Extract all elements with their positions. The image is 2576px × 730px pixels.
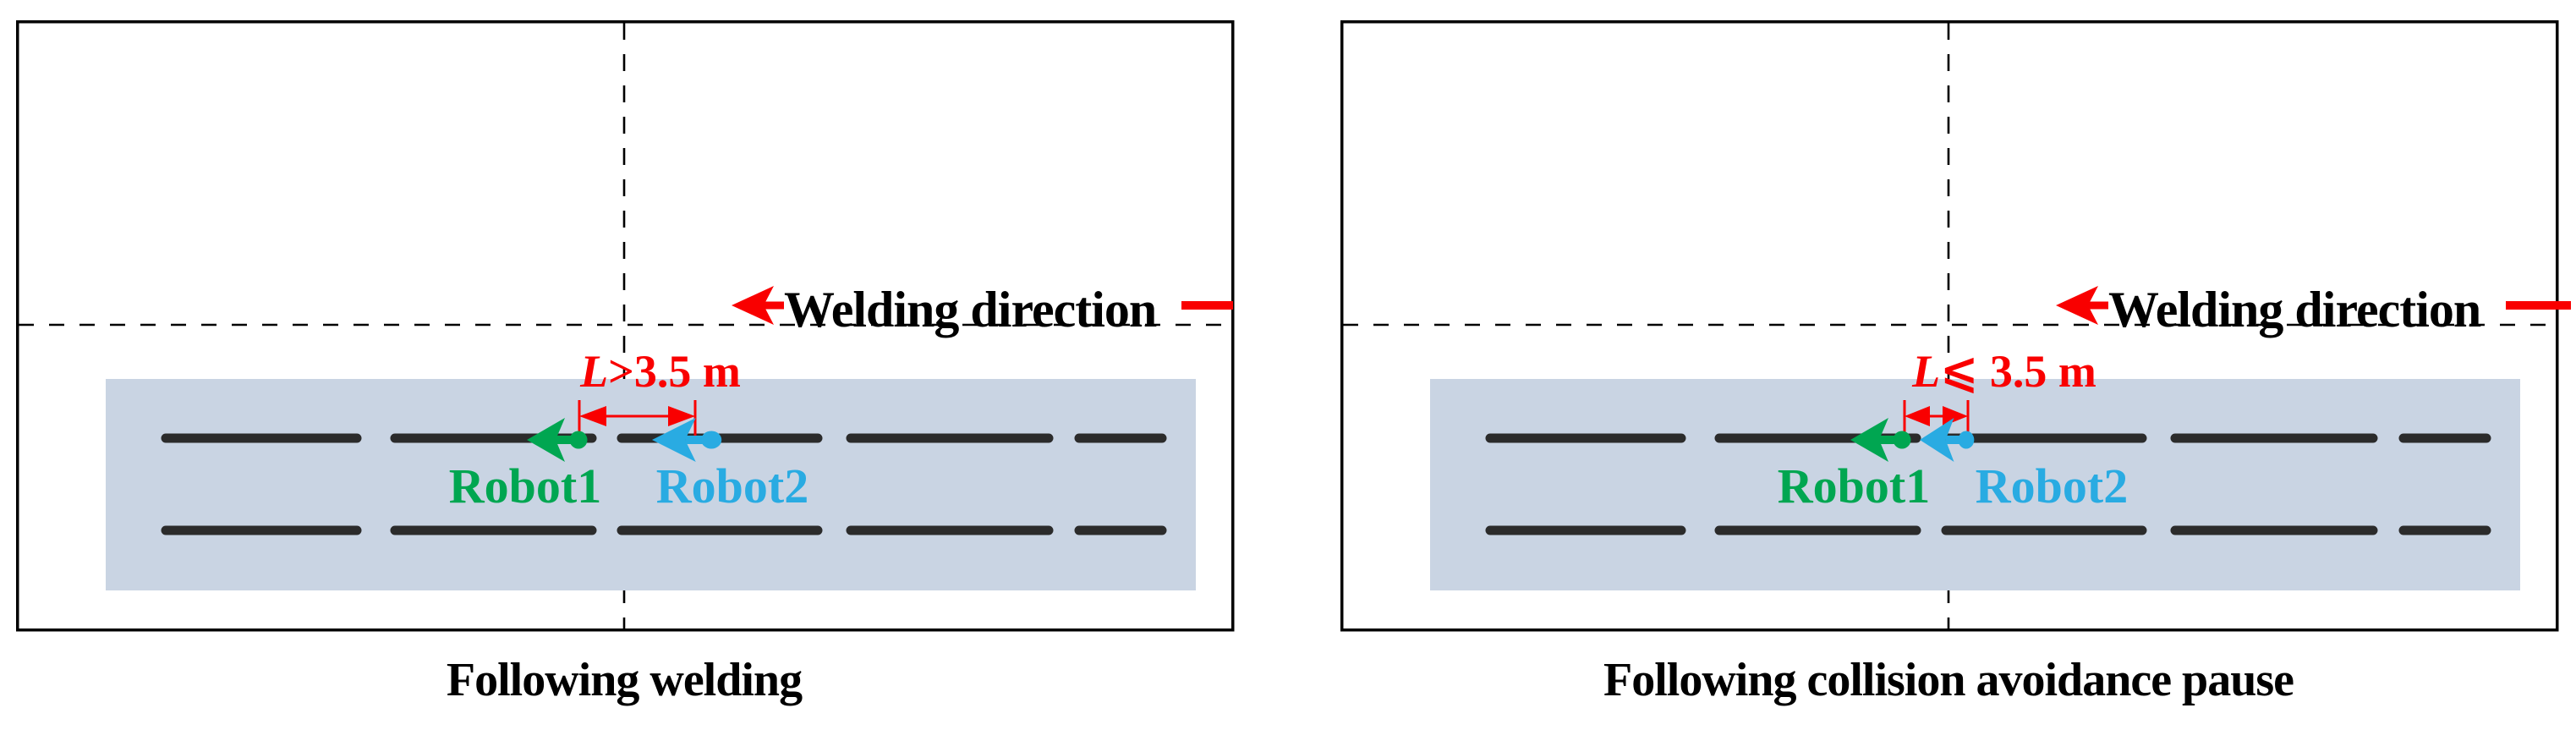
- welding-direction-label: Welding direction: [784, 282, 1157, 338]
- welding-direction-label: Welding direction: [2108, 282, 2481, 338]
- distance-dimension: L⩽ 3.5 m: [1903, 346, 2096, 437]
- robot1-label: Robot1: [449, 458, 601, 513]
- welding-direction-dash: [1181, 301, 1233, 310]
- distance-dimension: L>3.5 m: [578, 346, 741, 436]
- robot2-label: Robot2: [656, 458, 808, 513]
- welding-direction-arrow-icon: [732, 286, 784, 325]
- panel-following-welding: Welding direction L>3.5 m Robot1 Robot2 …: [16, 20, 1235, 706]
- distance-arrow-left-icon: [579, 406, 606, 426]
- panel-border: [1340, 20, 2559, 632]
- panel-border: [16, 20, 1235, 632]
- steel-plate: [1430, 379, 2520, 590]
- distance-label: L⩽ 3.5 m: [1911, 346, 2096, 397]
- distance-label: L>3.5 m: [579, 346, 741, 397]
- distance-arrow-left-icon: [1905, 406, 1930, 426]
- panel-caption: Following welding: [447, 654, 803, 706]
- panel-caption: Following collision avoidance pause: [1603, 654, 2294, 706]
- steel-plate: [106, 379, 1196, 590]
- robot2-label: Robot2: [1976, 458, 2128, 513]
- panel-collision-avoidance-pause: Welding direction L⩽ 3.5 m Robot1 Robot2…: [1340, 20, 2571, 706]
- welding-direction-arrow-icon: [2056, 286, 2108, 325]
- welding-direction-dash: [2506, 301, 2571, 310]
- robot1-label: Robot1: [1778, 458, 1930, 513]
- distance-arrow-right-icon: [668, 406, 695, 426]
